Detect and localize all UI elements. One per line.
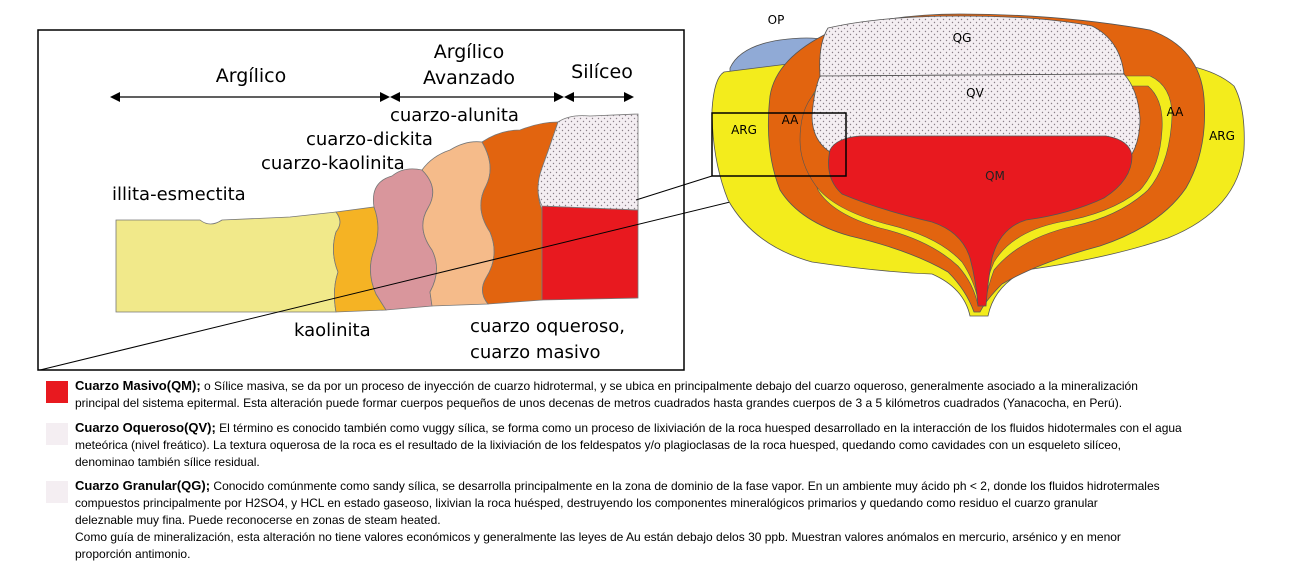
legend-name: Cuarzo Masivo(QM); — [75, 378, 201, 393]
legend-text-qm: Cuarzo Masivo(QM); o Sílice masiva, se d… — [75, 377, 1235, 412]
zone-cuarzo-masivo — [541, 205, 639, 301]
label-cuarzo-oqueroso: cuarzo oqueroso, — [470, 316, 625, 337]
label-op: OP — [768, 13, 785, 27]
legend-swatch-qv — [46, 423, 68, 445]
label-arg-right: ARG — [1209, 129, 1235, 143]
connector-line-top — [635, 175, 713, 201]
legend-line: compuestos principalmente por H2SO4, y H… — [75, 496, 1098, 510]
zone-qm — [828, 135, 1133, 307]
section-argilico-avanzado-line2: Avanzado — [423, 67, 515, 89]
label-cuarzo-alunita: cuarzo-alunita — [390, 105, 519, 126]
legend-name: Cuarzo Granular(QG); — [75, 478, 211, 493]
zone-cuarzo-oqueroso — [537, 113, 639, 211]
legend-line: Como guía de mineralización, esta altera… — [75, 530, 1121, 544]
legend-line: denominao también sílice residual. — [75, 455, 260, 469]
zone-illita-esmectita — [115, 211, 341, 313]
legend-line: El término es conocido también como vugg… — [215, 421, 1182, 435]
connector-line-bottom — [39, 173, 846, 371]
label-arg-left: ARG — [731, 123, 757, 137]
zone-qg — [819, 15, 1125, 77]
legend-line: deleznable muy fina. Puede reconocerse e… — [75, 513, 441, 527]
label-qg: QG — [953, 31, 972, 45]
label-cuarzo-masivo: cuarzo masivo — [470, 342, 601, 363]
label-kaolinita: kaolinita — [294, 320, 371, 341]
label-cuarzo-kaolinita: cuarzo-kaolinita — [261, 153, 405, 174]
label-qv: QV — [966, 86, 984, 100]
legend-line: meteórica (nivel freático). La textura o… — [75, 438, 1121, 452]
argilico-avanzado-arrow — [390, 92, 564, 102]
label-aa-right: AA — [1167, 105, 1185, 119]
legend-line: o Sílice masiva, se da por un proceso de… — [200, 379, 1138, 393]
section-siliceo: Silíceo — [571, 61, 633, 83]
label-cuarzo-dickita: cuarzo-dickita — [306, 129, 433, 150]
legend-swatch-qm — [46, 381, 68, 403]
legend-name: Cuarzo Oqueroso(QV); — [75, 420, 216, 435]
siliceo-arrow — [564, 92, 634, 102]
label-illita-esmectita: illita-esmectita — [112, 184, 246, 205]
legend: Cuarzo Masivo(QM); o Sílice masiva, se d… — [0, 375, 1300, 575]
legend-text-qg: Cuarzo Granular(QG); Conocido comúnmente… — [75, 477, 1235, 563]
label-aa-left: AA — [782, 113, 800, 127]
section-argilico-avanzado-line1: Argílico — [434, 41, 504, 63]
legend-swatch-qg — [46, 481, 68, 503]
legend-line: Conocido comúnmente como sandy sílica, s… — [210, 479, 1160, 493]
legend-line: principal del sistema epitermal. Esta al… — [75, 396, 1123, 410]
label-qm: QM — [985, 169, 1005, 183]
section-argilico: Argílico — [216, 65, 286, 87]
argilico-arrow — [110, 92, 390, 102]
zoom-box — [711, 112, 847, 177]
legend-line: proporción antimonio. — [75, 547, 191, 561]
legend-text-qv: Cuarzo Oqueroso(QV); El término es conoc… — [75, 419, 1235, 471]
